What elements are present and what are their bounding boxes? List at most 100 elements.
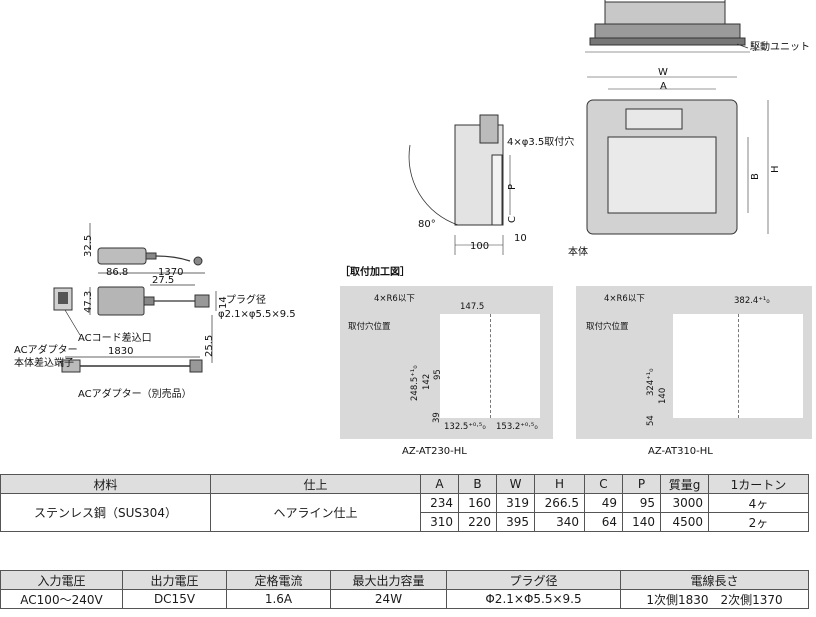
dim-10: 10: [514, 233, 527, 244]
cell-h: 266.5: [534, 493, 585, 513]
dim-47-3: 47.3: [83, 290, 94, 313]
dim-140: 140: [658, 387, 668, 404]
header-cable-length: 電線長さ: [620, 570, 809, 590]
drive-unit-label: 駆動ユニット: [750, 42, 810, 53]
drive-unit-drawing: 駆動ユニット: [585, 0, 816, 60]
cell-carton: 2ヶ: [708, 512, 809, 532]
cell-w: 319: [496, 493, 535, 513]
plug-size: φ2.1×φ5.5×9.5: [218, 309, 296, 320]
header-plug-size: プラグ径: [446, 570, 621, 590]
cutout-heading: ［取付加工図］: [340, 267, 410, 278]
dim-b: B: [750, 173, 761, 180]
header-finish: 仕上: [210, 474, 421, 494]
table-row: ステンレス鋼（SUS304） ヘアライン仕上 234 160 319 266.5…: [0, 493, 809, 532]
cell-p: 95: [622, 493, 661, 513]
cell-c: 64: [584, 512, 623, 532]
dim-27-5: 27.5: [152, 275, 175, 286]
finish-cell: ヘアライン仕上: [210, 493, 421, 532]
header-h: H: [534, 474, 585, 494]
dim-h: H: [770, 165, 781, 173]
header-output-voltage: 出力電圧: [122, 570, 227, 590]
mount-pos-left: 取付穴位置: [348, 322, 391, 332]
ac-adapter-drawing: 32.5 86.8 1370 47.3 27.5 14 プラグ径 φ2.1×φ5…: [0, 215, 330, 410]
dim-1370: 1370: [158, 267, 184, 278]
table-row: 310 220 395 340 64 140 4500 2ヶ: [1, 512, 809, 532]
cell-input-voltage: AC100〜240V: [0, 589, 123, 609]
model-right: AZ-AT310-HL: [648, 446, 713, 457]
dim-147-5: 147.5: [460, 302, 485, 312]
corner-radius-right: 4×R6以下: [604, 294, 645, 304]
header-p: P: [622, 474, 661, 494]
dim-153-2: 153.2⁺⁰·⁵₀: [496, 422, 538, 432]
cell-output-voltage: DC15V: [122, 589, 227, 609]
power-table: 入力電圧 出力電圧 定格電流 最大出力容量 プラグ径 電線長さ AC100〜24…: [0, 570, 809, 609]
center-line-right: [738, 314, 739, 418]
header-weight: 質量g: [660, 474, 709, 494]
cell-carton: 4ヶ: [708, 493, 809, 513]
cutout-panel-right: 4×R6以下 382.4⁺¹₀ 取付穴位置 324⁺¹₀ 140 54: [576, 286, 812, 439]
dim-32-5: 32.5: [83, 234, 94, 257]
cell-b: 220: [458, 512, 497, 532]
ac-inlet-label: ACコード差込口: [78, 333, 152, 344]
dim-324: 324⁺¹₀: [646, 368, 656, 396]
cell-p: 140: [622, 512, 661, 532]
dim-54: 54: [646, 415, 656, 426]
mount-pos-right: 取付穴位置: [586, 322, 629, 332]
model-left: AZ-AT230-HL: [402, 446, 467, 457]
corner-radius-left: 4×R6以下: [374, 294, 415, 304]
header-rated-current: 定格電流: [226, 570, 331, 590]
cell-w: 395: [496, 512, 535, 532]
dim-132-5: 132.5⁺⁰·⁵₀: [444, 422, 486, 432]
header-max-output: 最大出力容量: [330, 570, 447, 590]
header-input-voltage: 入力電圧: [0, 570, 123, 590]
dim-p: P: [507, 183, 518, 190]
cell-cable-length: 1次側1830 2次側1370: [620, 589, 809, 609]
side-view-figure: [408, 114, 511, 255]
header-w: W: [496, 474, 535, 494]
dim-248-5: 248.5⁺¹₀: [410, 365, 420, 401]
dim-39: 39: [432, 412, 442, 423]
main-unit-label: 本体: [568, 247, 588, 258]
ac-adapter-figure: [53, 223, 217, 373]
main-unit-side-view: 4×φ3.5取付穴 P C 100 10 80°: [380, 95, 580, 265]
header-material: 材料: [0, 474, 211, 494]
cell-weight: 3000: [660, 493, 709, 513]
cell-c: 49: [584, 493, 623, 513]
dim-142: 142: [422, 373, 432, 390]
plug-label: プラグ径: [226, 295, 266, 306]
header-a: A: [420, 474, 459, 494]
cell-h: 340: [534, 512, 585, 532]
header-b: B: [458, 474, 497, 494]
mount-hole-label: 4×φ3.5取付穴: [507, 137, 575, 148]
table-row: AC100〜240V DC15V 1.6A 24W Φ2.1×Φ5.5×9.5 …: [0, 589, 809, 609]
cell-plug-size: Φ2.1×Φ5.5×9.5: [446, 589, 621, 609]
dim-95: 95: [433, 369, 443, 380]
adapter-terminal-line1: ACアダプター: [14, 345, 78, 356]
cell-rated-current: 1.6A: [226, 589, 331, 609]
header-carton: 1カートン: [708, 474, 809, 494]
center-line-left: [490, 314, 491, 418]
dim-382-4: 382.4⁺¹₀: [734, 296, 770, 306]
dim-25-5: 25.5: [204, 334, 215, 357]
cell-max-output: 24W: [330, 589, 447, 609]
spec-table: 材料 仕上 A B W H C P 質量g 1カートン ステンレス鋼（SUS30…: [0, 474, 809, 532]
dim-a: A: [660, 81, 667, 92]
main-unit-front-view: W A B H 本体: [568, 65, 816, 265]
dim-c: C: [507, 216, 518, 223]
material-cell: ステンレス鋼（SUS304）: [0, 493, 211, 532]
cutout-panel-left: 4×R6以下 147.5 取付穴位置 248.5⁺¹₀ 142 95 39 13…: [340, 286, 553, 439]
power-header-row: 入力電圧 出力電圧 定格電流 最大出力容量 プラグ径 電線長さ: [0, 570, 809, 590]
cell-weight: 4500: [660, 512, 709, 532]
dim-w: W: [658, 67, 668, 78]
cell-a: 234: [420, 493, 459, 513]
adapter-caption: ACアダプター（別売品）: [78, 389, 192, 400]
cell-b: 160: [458, 493, 497, 513]
header-c: C: [584, 474, 623, 494]
front-view-figure: [586, 76, 769, 235]
dim-100: 100: [470, 241, 490, 252]
cell-a: 310: [420, 512, 459, 532]
dim-1830: 1830: [108, 346, 134, 357]
dim-86-8: 86.8: [106, 267, 129, 278]
adapter-terminal-line2: 本体差込端子: [14, 358, 74, 369]
spec-header-row: 材料 仕上 A B W H C P 質量g 1カートン: [0, 474, 809, 494]
